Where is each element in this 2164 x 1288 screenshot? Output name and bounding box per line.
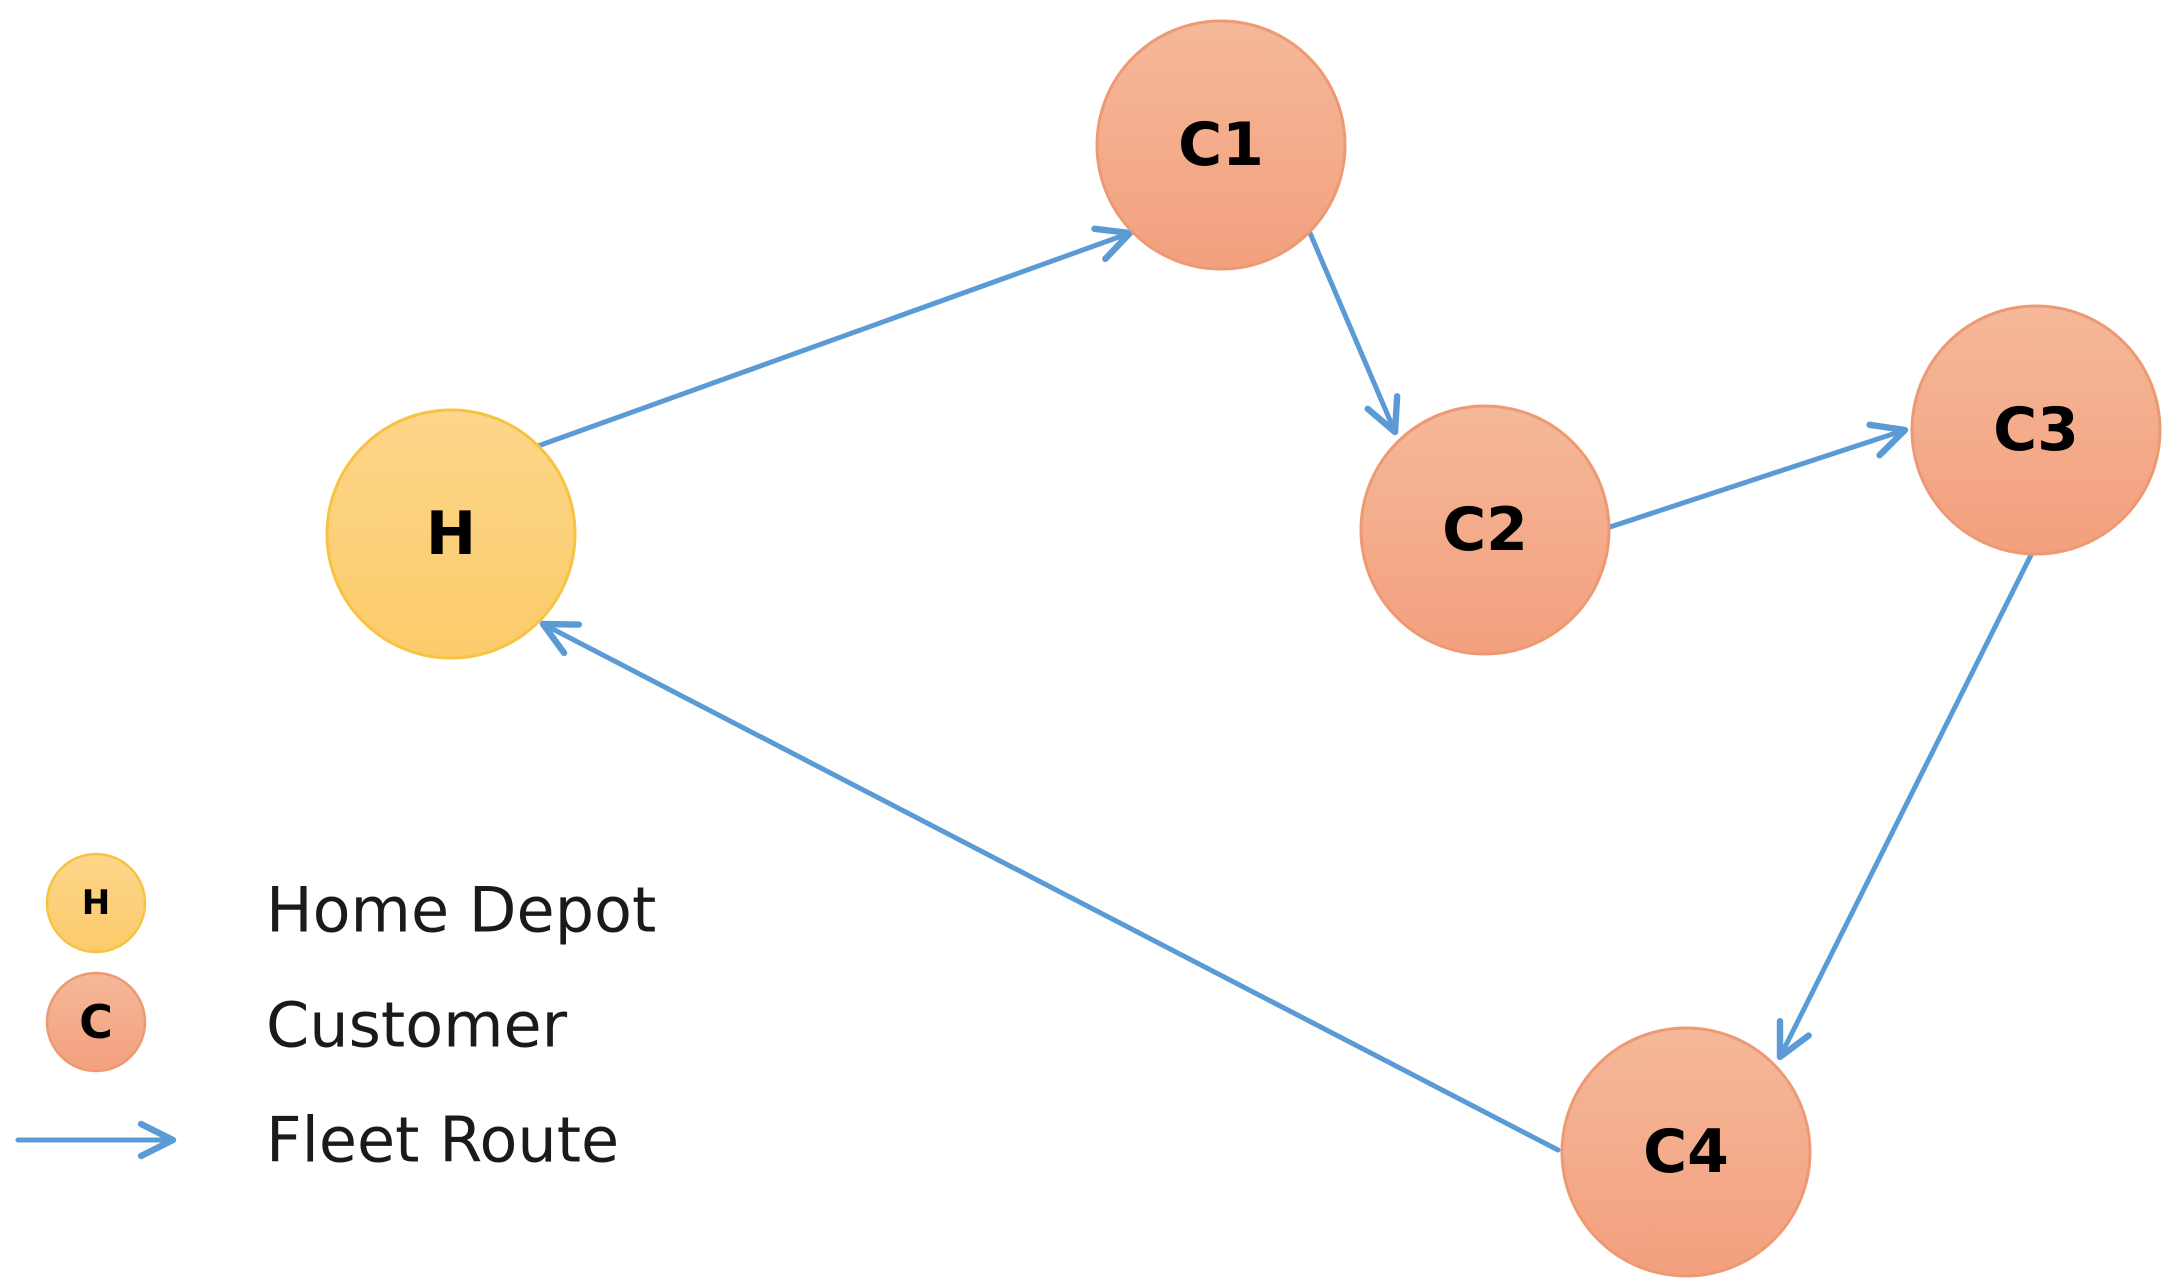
legend: H Home Depot C Customer Fleet Route	[15, 852, 656, 1177]
node-label: C2	[1442, 495, 1528, 565]
legend-depot-symbol	[45, 852, 147, 954]
legend-item-customer: C Customer	[45, 971, 568, 1073]
route-edge-c4-to-h	[539, 620, 1561, 1153]
customer-circle	[1095, 19, 1347, 271]
legend-route-label: Fleet Route	[266, 1104, 619, 1177]
depot-circle	[325, 408, 577, 660]
route-edge-c3-to-c4	[1776, 552, 2034, 1061]
node-h: H	[325, 408, 577, 660]
node-c2: C2	[1359, 404, 1611, 656]
node-c3: C3	[1910, 304, 2162, 556]
legend-customer-symbol	[45, 971, 147, 1073]
legend-item-route: Fleet Route	[15, 1104, 619, 1177]
customer-circle	[1359, 404, 1611, 656]
route-edge-h-to-c1	[535, 225, 1134, 449]
node-label: C3	[1993, 395, 2079, 465]
customer-circle	[1560, 1026, 1812, 1278]
legend-customer-label: Customer	[266, 989, 568, 1062]
node-c1: C1	[1095, 19, 1347, 271]
route-edge-c2-to-c3	[1607, 421, 1909, 530]
legend-item-depot: H Home Depot	[45, 852, 656, 954]
node-label: C4	[1643, 1117, 1729, 1187]
customer-circle	[1910, 304, 2162, 556]
legend-depot-symbol-label: H	[82, 883, 110, 923]
route-edge-c1-to-c2	[1307, 230, 1401, 436]
node-c4: C4	[1560, 1026, 1812, 1278]
legend-depot-label: Home Depot	[266, 874, 656, 947]
node-label: H	[426, 499, 476, 569]
route-edges	[535, 225, 2034, 1153]
legend-customer-symbol-label: C	[79, 995, 113, 1049]
node-label: C1	[1178, 110, 1264, 180]
